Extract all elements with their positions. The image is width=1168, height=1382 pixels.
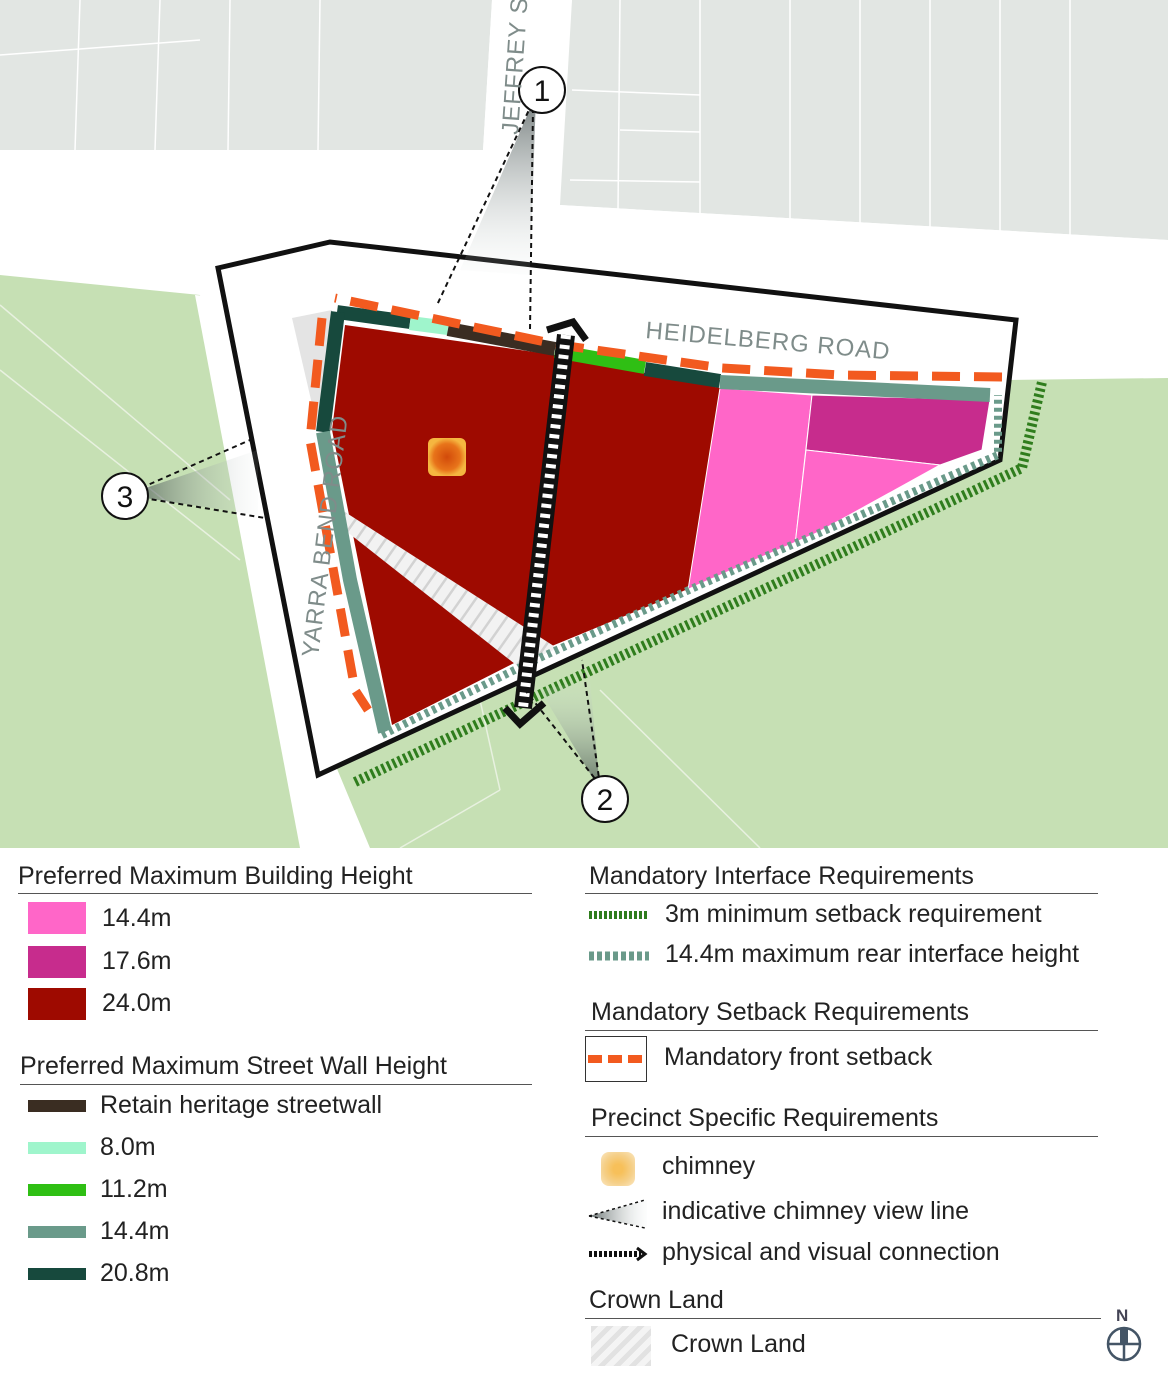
legend-interface: Mandatory Interface Requirements 3m mini… — [585, 848, 1168, 978]
compass-icon — [1106, 1326, 1142, 1362]
rear-interface-line — [380, 395, 1002, 739]
legend-label: 24.0m — [102, 989, 172, 1017]
legend-label: Crown Land — [671, 1330, 806, 1358]
site-map: 1 2 3 JEFFREY ST HEIDELBERG ROAD YARRA B… — [0, 0, 1168, 848]
swatch-20-8m — [28, 1268, 86, 1280]
legend-title: Crown Land — [589, 1286, 724, 1314]
legend-label: 14.4m — [102, 904, 172, 932]
legend-rule — [585, 1318, 1101, 1319]
legend-title: Preferred Maximum Building Height — [18, 862, 413, 890]
legend-crown: Crown Land Crown Land — [585, 1278, 1168, 1382]
legend-title: Precinct Specific Requirements — [591, 1104, 939, 1132]
orange-dashed-line-icon — [585, 1036, 647, 1082]
legend-title: Preferred Maximum Street Wall Height — [20, 1052, 447, 1080]
front-setback-line — [334, 293, 1003, 382]
chimney-icon — [601, 1152, 635, 1186]
grey-dashed-line-icon — [589, 951, 649, 961]
legend-label: Mandatory front setback — [664, 1043, 933, 1071]
legend-building-height: Preferred Maximum Building Height 14.4m … — [0, 848, 560, 1048]
swatch-heritage — [28, 1100, 86, 1112]
legend-title: Mandatory Interface Requirements — [589, 862, 974, 890]
marker-1: 1 — [518, 66, 566, 114]
built-area — [0, 0, 492, 150]
swatch-14-4m-wall — [28, 1226, 86, 1238]
building-14-4m-east — [794, 449, 942, 546]
svg-text:3: 3 — [117, 481, 134, 514]
connection-arrow — [502, 317, 589, 729]
legend-label: chimney — [662, 1152, 756, 1180]
marker-3: 3 — [101, 472, 149, 520]
legend-precinct: Precinct Specific Requirements chimney i… — [585, 1096, 1168, 1276]
parkland — [0, 275, 330, 848]
chimney-icon — [428, 438, 466, 476]
dotted-arrow-icon — [589, 1246, 648, 1262]
legend-setback: Mandatory Setback Requirements Mandatory… — [585, 990, 1168, 1090]
swatch-24m — [28, 988, 86, 1020]
legend-rule — [20, 1084, 532, 1085]
svg-text:1: 1 — [534, 75, 551, 108]
svg-text:2: 2 — [597, 784, 614, 817]
north-label: N — [1116, 1306, 1129, 1325]
legend-label: 11.2m — [100, 1175, 168, 1203]
view-line-icon — [588, 1199, 647, 1229]
setback-3m-line — [352, 380, 1047, 787]
legend-rule — [18, 893, 532, 894]
swatch-14-4m — [28, 902, 86, 934]
swatch-11-2m — [28, 1184, 86, 1196]
legend-label: indicative chimney view line — [662, 1197, 970, 1225]
swatch-8m — [28, 1142, 86, 1154]
hatched-swatch-icon — [591, 1326, 651, 1366]
legend-title: Mandatory Setback Requirements — [591, 998, 969, 1026]
marker-2: 2 — [581, 775, 629, 823]
building-24m — [332, 325, 720, 725]
green-dashed-line-icon — [589, 911, 649, 919]
legend-label: physical and visual connection — [662, 1238, 1000, 1266]
swatch-17-6m — [28, 946, 86, 978]
legend-rule — [585, 1136, 1098, 1137]
crown-land — [332, 512, 560, 668]
legend-label: 14.4m maximum rear interface height — [665, 940, 1080, 968]
legend-label: Retain heritage streetwall — [100, 1091, 383, 1119]
north-arrow: N — [1102, 1306, 1146, 1364]
legend-label: 3m minimum setback requirement — [665, 900, 1042, 928]
legend-rule — [585, 1030, 1098, 1031]
legend-street-wall: Preferred Maximum Street Wall Height Ret… — [0, 1048, 560, 1298]
legend-label: 8.0m — [100, 1133, 156, 1161]
chimney-view-lines — [124, 94, 601, 790]
legend-rule — [585, 893, 1098, 894]
legend-label: 20.8m — [100, 1259, 170, 1287]
legend-label: 17.6m — [102, 947, 172, 975]
legend-label: 14.4m — [100, 1217, 170, 1245]
